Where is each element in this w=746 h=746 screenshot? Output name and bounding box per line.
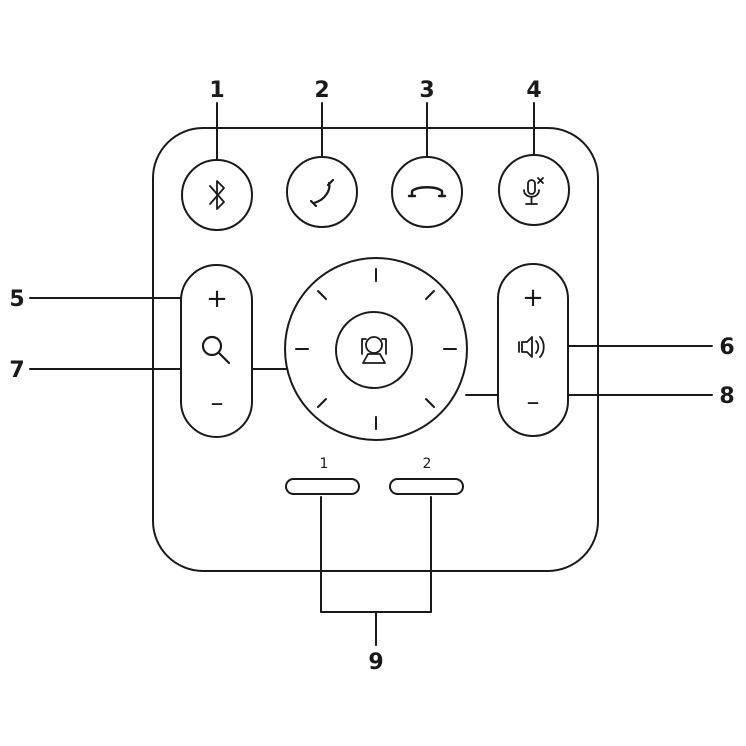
preset-1-label: 1 (320, 456, 329, 472)
callout-8: 8 (719, 384, 734, 409)
zoom-out-minus[interactable]: – (211, 388, 224, 418)
callout-2: 2 (314, 78, 329, 103)
callout-6: 6 (719, 335, 734, 360)
volume-rocker[interactable]: + – (498, 264, 568, 436)
callout-4: 4 (526, 78, 541, 103)
call-button[interactable] (287, 157, 357, 227)
callout-3: 3 (419, 78, 434, 103)
bluetooth-button[interactable] (182, 160, 252, 230)
callout-7: 7 (9, 358, 24, 383)
volume-up-plus[interactable]: + (522, 283, 544, 313)
volume-down-minus[interactable]: – (527, 387, 540, 417)
callout-9: 9 (368, 650, 383, 675)
mic-mute-button[interactable] (499, 155, 569, 225)
callout-5: 5 (9, 287, 24, 312)
zoom-in-plus[interactable]: + (206, 284, 228, 314)
zoom-rocker[interactable]: + – (181, 265, 252, 437)
preset-2-button[interactable] (390, 479, 463, 494)
preset-1-button[interactable] (286, 479, 359, 494)
preset-2-label: 2 (423, 456, 432, 472)
callout-1: 1 (209, 78, 224, 103)
hang-up-button[interactable] (392, 157, 462, 227)
home-camera-button[interactable] (336, 312, 412, 388)
